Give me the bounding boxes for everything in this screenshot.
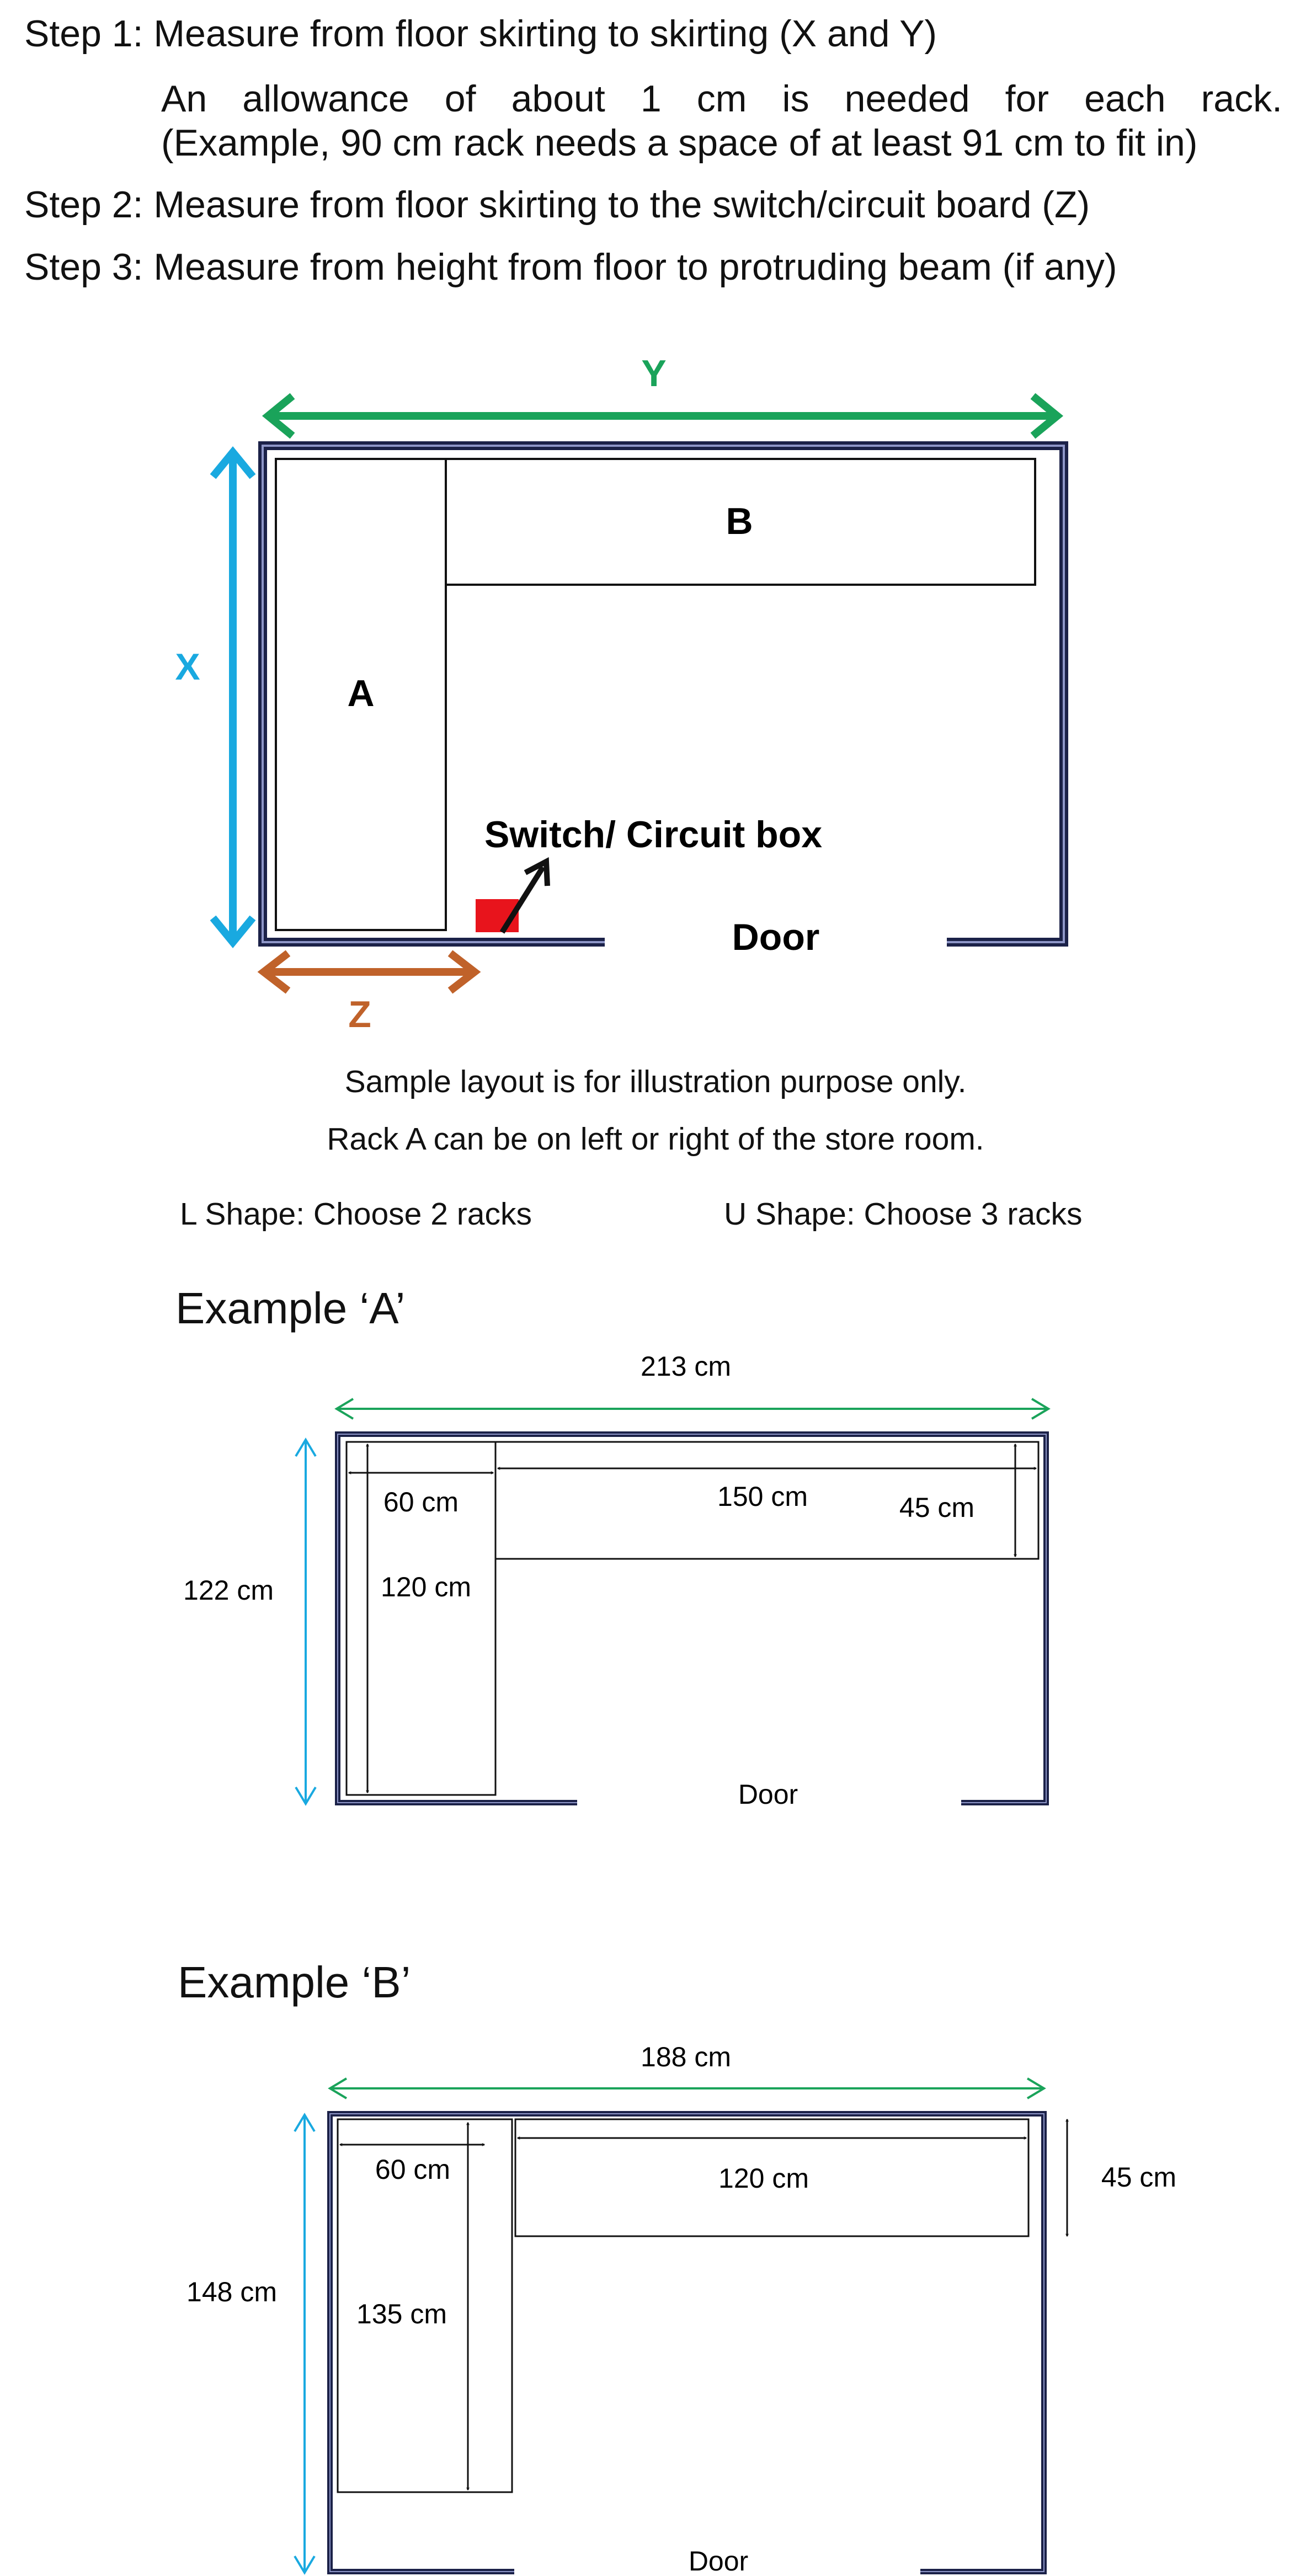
example-a-rack-b-length-label: 150 cm	[717, 1481, 808, 1512]
z-label: Z	[348, 993, 371, 1035]
example-b-door-label: Door	[689, 2546, 748, 2576]
allowance-example: (Example, 90 cm rack needs a space of at…	[161, 122, 1198, 164]
l-shape-text: L Shape: Choose 2 racks	[180, 1196, 532, 1232]
example-a-height-arrow	[295, 1437, 317, 1806]
step-2-text: Step 2: Measure from floor skirting to t…	[24, 184, 1090, 226]
z-dimension-arrow	[257, 950, 481, 994]
example-a-rack-b	[494, 1441, 1040, 1560]
sample-room-walls	[258, 441, 1068, 947]
example-a-title: Example ‘A’	[175, 1284, 406, 1333]
rack-b-label: B	[726, 500, 753, 542]
x-label: X	[175, 646, 200, 688]
x-dimension-arrow	[210, 446, 256, 949]
step-1-text: Step 1: Measure from floor skirting to s…	[24, 13, 937, 55]
example-b-height-label: 148 cm	[186, 2276, 277, 2307]
example-b-rack-a	[337, 2118, 513, 2493]
example-b-rack-b-depth-label: 45 cm	[1101, 2162, 1176, 2193]
example-b-width-arrow	[328, 2077, 1046, 2099]
rack-a	[275, 458, 447, 931]
switch-arrow	[499, 857, 550, 934]
switch-label: Switch/ Circuit box	[484, 814, 822, 856]
example-b-rack-a-width-label: 60 cm	[375, 2154, 450, 2185]
example-a-room-walls	[335, 1431, 1049, 1805]
example-a-rack-a-length-label: 120 cm	[381, 1572, 471, 1602]
door-label: Door	[732, 916, 820, 958]
step-3-text: Step 3: Measure from height from floor t…	[24, 246, 1117, 288]
example-a-rack-a	[345, 1441, 497, 1796]
u-shape-text: U Shape: Choose 3 racks	[724, 1196, 1083, 1232]
example-a-width-arrow	[334, 1398, 1051, 1420]
y-dimension-arrow	[262, 393, 1064, 439]
rack-a-label: A	[347, 672, 374, 714]
allowance-note: An allowance of about 1 cm is needed for…	[161, 78, 1282, 120]
example-b-rack-b-length-label: 120 cm	[718, 2163, 809, 2194]
example-b-room-walls	[327, 2111, 1047, 2574]
example-a-height-label: 122 cm	[183, 1575, 274, 1606]
example-a-rack-a-width-label: 60 cm	[383, 1487, 459, 1517]
example-a-width-label: 213 cm	[641, 1351, 731, 1382]
illustration-note: Sample layout is for illustration purpos…	[344, 1064, 967, 1099]
example-b-title: Example ‘B’	[178, 1958, 411, 2007]
example-b-width-label: 188 cm	[641, 2041, 731, 2072]
example-a-door-label: Door	[738, 1779, 798, 1810]
rack-b	[445, 458, 1036, 586]
y-label: Y	[641, 352, 666, 394]
rack-side-note: Rack A can be on left or right of the st…	[327, 1121, 984, 1157]
example-b-rack-a-length-label: 135 cm	[356, 2299, 447, 2329]
example-b-height-arrow	[294, 2113, 316, 2575]
example-a-rack-b-depth-label: 45 cm	[899, 1492, 974, 1523]
